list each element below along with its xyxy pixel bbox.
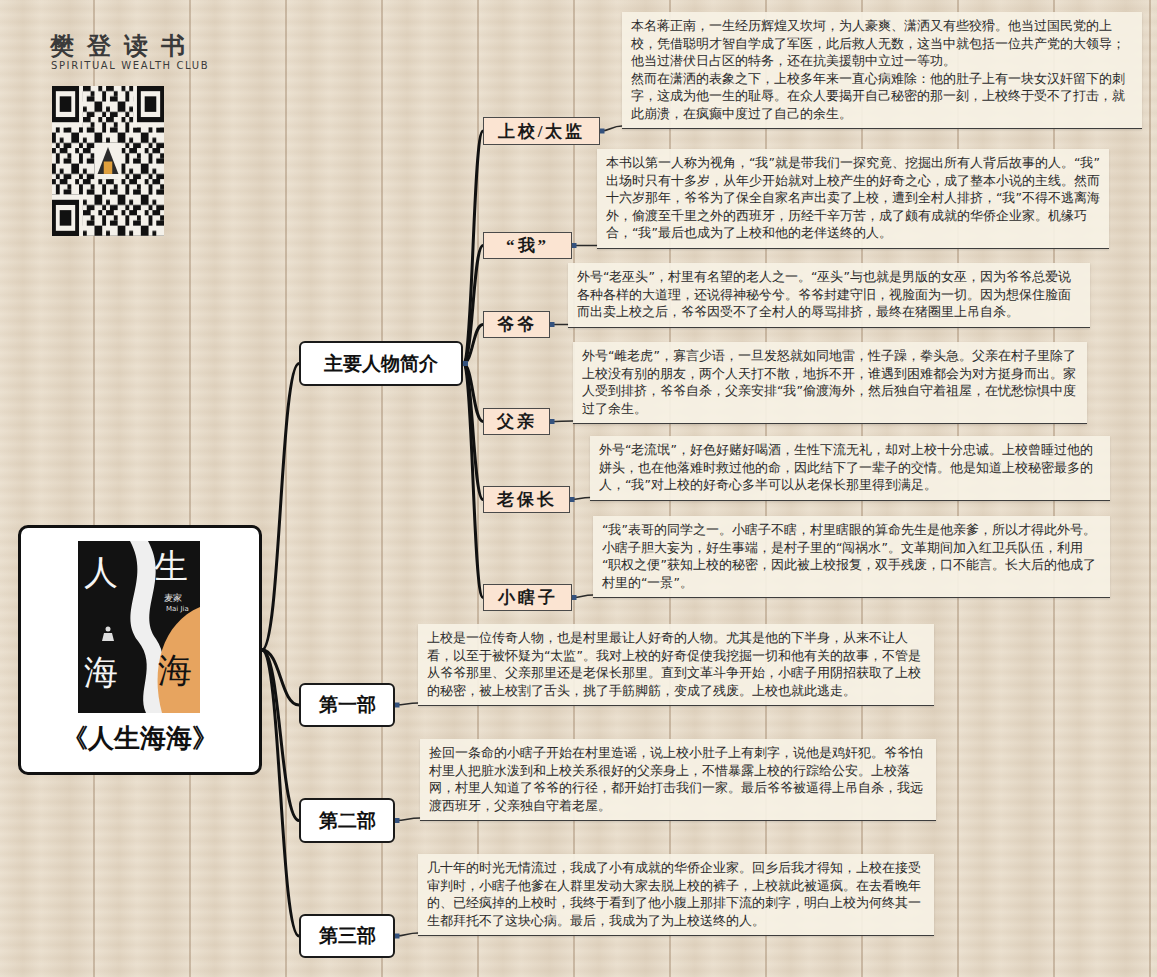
node-text: 外号“老巫头”，村里有名望的老人之一。“巫头”与也就是男版的女巫，因为爷爷总爱说… xyxy=(577,268,1081,321)
character-tag: “我” xyxy=(483,232,572,259)
branch-box: 第三部 xyxy=(299,914,395,958)
connector-dot xyxy=(395,934,400,939)
connector-dot xyxy=(570,497,575,502)
decor-path xyxy=(102,633,114,641)
decor-circle xyxy=(106,627,111,632)
decor-rect xyxy=(54,202,77,233)
node-text: “我”表哥的同学之一。小瞎子不瞎，村里瞎眼的算命先生是他亲爹，所以才得此外号。小… xyxy=(602,521,1101,591)
connector-dot xyxy=(463,361,468,366)
decor-rect xyxy=(52,86,83,127)
node-text: 上校/太监 xyxy=(498,120,586,143)
qr-code xyxy=(52,86,164,236)
node-text: 本名蒋正南，一生经历辉煌又坎坷，为人豪爽、潇洒又有些狡猾。他当过国民党的上校，凭… xyxy=(631,17,1133,70)
node-text: 老保长 xyxy=(497,488,557,511)
node-text: 第一部 xyxy=(319,692,376,718)
logo-text: 樊登读书 xyxy=(50,30,198,62)
connector xyxy=(463,364,483,598)
character-tag: 父亲 xyxy=(483,408,550,435)
decor-rect xyxy=(133,86,164,127)
node-text: “我” xyxy=(506,234,549,257)
node-text: 爷爷 xyxy=(497,313,537,336)
decor-rect xyxy=(94,143,121,179)
connector xyxy=(463,246,483,364)
decor-rect xyxy=(104,162,112,174)
cover-title-char: 人 xyxy=(84,555,118,591)
connector-dot xyxy=(395,703,400,708)
decor-rect xyxy=(139,89,162,120)
decor-rect xyxy=(52,86,164,236)
decor-rect xyxy=(78,541,200,713)
decor-rect xyxy=(60,210,72,226)
description-panel: 本名蒋正南，一生经历辉煌又坎坷，为人豪爽、潇洒又有些狡猾。他当过国民党的上校，凭… xyxy=(622,12,1142,129)
description-panel: 捡回一条命的小瞎子开始在村里造谣，说上校小肚子上有刺字，说他是鸡奸犯。爷爷怕村里… xyxy=(420,739,936,821)
node-text: 捡回一条命的小瞎子开始在村里造谣，说上校小肚子上有刺字，说他是鸡奸犯。爷爷怕村里… xyxy=(429,744,927,814)
node-text: 外号“老流氓”，好色好赌好喝酒，生性下流无礼，却对上校十分忠诚。上校曾睡过他的姘… xyxy=(599,441,1101,494)
node-text: 父亲 xyxy=(497,410,537,433)
description-panel: 外号“老巫头”，村里有名望的老人之一。“巫头”与也就是男版的女巫，因为爷爷总爱说… xyxy=(568,263,1090,328)
cover-title-char: 海 xyxy=(84,655,118,691)
decor-rect xyxy=(52,86,164,236)
decor-rect xyxy=(145,96,157,112)
node-text: 然而在潇洒的表象之下，上校多年来一直心病难除：他的肚子上有一块女汉奸留下的刺字，… xyxy=(631,70,1133,123)
connector-dot xyxy=(600,129,605,134)
character-tag: 老保长 xyxy=(483,486,570,513)
node-text: 上校是一位传奇人物，也是村里最让人好奇的人物。尤其是他的下半身，从来不让人看，以… xyxy=(427,629,925,699)
decor-rect xyxy=(60,96,72,112)
cover-author: 麦家 xyxy=(164,593,182,603)
node-text: 本书以第一人称为视角，“我”就是带我们一探究竟、挖掘出所有人背后故事的人。“我”… xyxy=(606,154,1100,242)
connector-dot xyxy=(463,361,468,366)
decor-rect xyxy=(54,89,77,120)
node-text: 小瞎子 xyxy=(498,586,558,609)
node-text: 《人生海海》 xyxy=(21,721,259,756)
description-panel: 本书以第一人称为视角，“我”就是带我们一探究竟、挖掘出所有人背后故事的人。“我”… xyxy=(597,149,1109,249)
character-tag: 小瞎子 xyxy=(483,584,572,611)
decor-path xyxy=(158,607,200,713)
connector xyxy=(262,650,299,936)
description-panel: 外号“老流氓”，好色好赌好喝酒，生性下流无礼，却对上校十分忠诚。上校曾睡过他的姘… xyxy=(590,436,1110,501)
branch-box: 第一部 xyxy=(299,683,395,727)
connector-dot xyxy=(550,322,555,327)
description-panel: 外号“雌老虎”，寡言少语，一旦发怒就如同地雷，性子躁，拳头急。父亲在村子里除了上… xyxy=(573,342,1087,424)
node-text: 第三部 xyxy=(319,923,376,949)
connector-dot xyxy=(395,818,400,823)
node-text: 第二部 xyxy=(319,808,376,834)
node-text: 几十年的时光无情流过，我成了小有成就的华侨企业家。回乡后我才得知，上校在接受审判… xyxy=(427,859,925,929)
character-tag: 爷爷 xyxy=(483,311,550,338)
cover-title-char: 海 xyxy=(158,653,192,689)
connector xyxy=(463,131,483,364)
branch-box: 第二部 xyxy=(299,798,395,843)
description-panel: 几十年的时光无情流过，我成了小有成就的华侨企业家。回乡后我才得知，上校在接受审判… xyxy=(418,854,934,936)
connector xyxy=(463,325,483,364)
cover-title-char: 生 xyxy=(154,549,188,585)
logo-subtitle: SPIRITUAL WEALTH CLUB xyxy=(51,60,209,71)
connector-dot xyxy=(550,419,555,424)
decor-rect xyxy=(52,195,83,236)
connector-dot xyxy=(572,595,577,600)
character-tag: 上校/太监 xyxy=(483,117,600,145)
description-panel: 上校是一位传奇人物，也是村里最让人好奇的人物。尤其是他的下半身，从来不让人看，以… xyxy=(418,624,934,706)
description-panel: “我”表哥的同学之一。小瞎子不瞎，村里瞎眼的算命先生是他亲爹，所以才得此外号。小… xyxy=(593,516,1110,598)
decor-path xyxy=(98,147,119,174)
mindmap-root: 《人生海海》 人生麦家 Mai Jia 海 海 xyxy=(18,525,262,775)
connector-dot xyxy=(463,361,468,366)
connector-dot xyxy=(463,361,468,366)
connector xyxy=(262,364,299,651)
node-text: 外号“雌老虎”，寡言少语，一旦发怒就如同地雷，性子躁，拳头急。父亲在村子里除了上… xyxy=(582,347,1078,417)
connector-dot xyxy=(572,243,577,248)
node-text: 主要人物简介 xyxy=(324,351,438,377)
connector-dot xyxy=(463,361,468,366)
connector-dot xyxy=(463,361,468,366)
cover-author-latin: Mai Jia xyxy=(166,605,189,613)
branch-box: 主要人物简介 xyxy=(299,341,463,386)
cover-lettering: 人生麦家 Mai Jia 海 海 xyxy=(78,541,200,713)
